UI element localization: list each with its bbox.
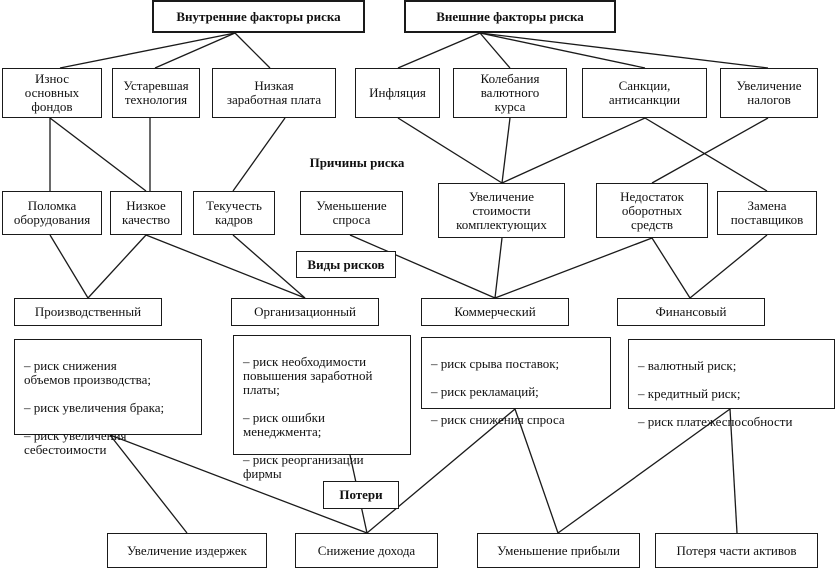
financial-risk-item: – кредитный риск; — [638, 386, 741, 401]
connector-line — [59, 32, 236, 69]
factor-tax-increase: Увеличение налогов — [720, 68, 818, 118]
financial-risk-list: – валютный риск; – кредитный риск; – рис… — [628, 339, 835, 429]
internal-factors-header: Внутренние факторы риска — [152, 0, 365, 33]
connector-line — [349, 234, 496, 299]
connector-line — [501, 117, 511, 184]
production-risk-item: – риск снижения объемов производства; — [24, 358, 152, 387]
cause-working-capital-shortage: Недостаток оборотных средств — [596, 183, 708, 238]
connector-line — [232, 117, 286, 192]
connector-line — [729, 408, 738, 534]
loss-income-decrease: Снижение дохода — [295, 533, 438, 568]
connector-line — [154, 32, 236, 69]
financial-risk-item: – валютный риск; — [638, 358, 737, 373]
cause-equipment-breakdown: Поломка оборудования — [2, 191, 102, 235]
causes-label: Причины риска — [293, 150, 421, 176]
connector-line — [109, 434, 368, 534]
organizational-risk-item: – риск необходимости повышения заработно… — [243, 354, 373, 397]
cause-demand-decrease: Уменьшение спроса — [300, 191, 403, 235]
cause-staff-turnover: Текучесть кадров — [193, 191, 275, 235]
factor-inflation: Инфляция — [355, 68, 440, 118]
connector-line — [397, 117, 503, 184]
connector-line — [501, 117, 646, 184]
organizational-risk-list: – риск необходимости повышения заработно… — [233, 335, 411, 481]
factor-outdated-technology: Устаревшая технология — [112, 68, 200, 118]
factor-fixed-assets-wear: Износ основных фондов — [2, 68, 102, 118]
connector-line — [651, 117, 769, 184]
risk-production: Производственный — [14, 298, 162, 326]
risk-organizational: Организационный — [231, 298, 379, 326]
commercial-risk-list: – риск срыва поставок; – риск рекламаций… — [421, 337, 611, 427]
connector-line — [109, 434, 188, 534]
cause-low-quality: Низкое качество — [110, 191, 182, 235]
factor-low-salary: Низкая заработная плата — [212, 68, 336, 118]
connector-line — [479, 32, 511, 69]
connector-line — [689, 234, 768, 299]
connector-line — [514, 408, 559, 534]
connector-line — [479, 32, 769, 69]
production-risk-item: – риск увеличения брака; — [24, 400, 165, 415]
loss-profit-decrease: Уменьшение прибыли — [477, 533, 640, 568]
connector-line — [234, 32, 271, 69]
losses-label: Потери — [323, 481, 399, 509]
loss-cost-increase: Увеличение издержек — [107, 533, 267, 568]
cause-supplier-change: Замена поставщиков — [717, 191, 817, 235]
connector-line — [479, 32, 646, 69]
connector-line — [366, 408, 516, 534]
risk-types-label: Виды рисков — [296, 251, 396, 278]
production-risk-item: – риск увеличения себестоимости — [24, 428, 127, 457]
cause-component-cost-increase: Увеличение стоимости комплектующих — [438, 183, 565, 238]
connector-line — [651, 237, 691, 299]
external-factors-header: Внешние факторы риска — [404, 0, 616, 33]
loss-asset-loss: Потеря части активов — [655, 533, 818, 568]
connector-line — [87, 234, 147, 299]
organizational-risk-item: – риск ошибки менеджмента; — [243, 410, 325, 439]
risk-commercial: Коммерческий — [421, 298, 569, 326]
connector-line — [557, 408, 731, 534]
connector-line — [397, 32, 481, 69]
connector-line — [644, 117, 768, 192]
risk-financial: Финансовый — [617, 298, 765, 326]
connector-line — [49, 117, 147, 192]
connector-line — [232, 234, 306, 299]
factor-currency-fluctuation: Колебания валютного курса — [453, 68, 567, 118]
connector-line — [494, 237, 653, 299]
connector-line — [49, 234, 89, 299]
connector-line — [145, 234, 306, 299]
organizational-risk-item: – риск реорганизации фирмы — [243, 452, 364, 481]
commercial-risk-item: – риск снижения спроса — [431, 412, 565, 427]
commercial-risk-item: – риск рекламаций; — [431, 384, 539, 399]
commercial-risk-item: – риск срыва поставок; — [431, 356, 560, 371]
factor-sanctions: Санкции, антисанкции — [582, 68, 707, 118]
production-risk-list: – риск снижения объемов производства; – … — [14, 339, 202, 457]
financial-risk-item: – риск платежеспособности — [638, 414, 793, 429]
connector-line — [494, 237, 503, 299]
